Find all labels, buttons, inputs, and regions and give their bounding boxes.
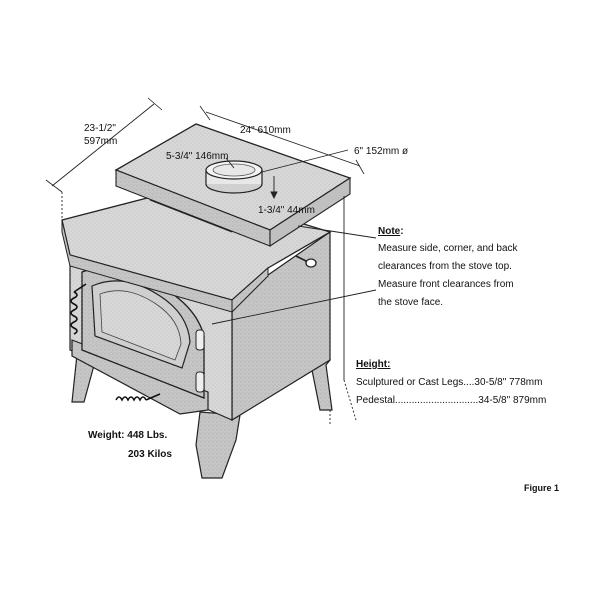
note-title: Note: [378, 226, 404, 238]
flue-offset-label: 5-3/4" 146mm [166, 151, 229, 162]
door-hinges [195, 329, 205, 393]
griddle-slot [149, 199, 233, 233]
depth-mm-label: 597mm [84, 136, 118, 147]
width-label: 24" 610mm [240, 125, 291, 136]
note-line-2: clearances from the stove top. [378, 261, 512, 272]
top-plate-right-edge [231, 266, 269, 314]
door-handle-spring-icon [70, 283, 87, 335]
height-title: Height: [356, 359, 391, 370]
flue-collar [205, 160, 263, 194]
height-row-legs: Sculptured or Cast Legs....30-5/8" 778mm [356, 377, 543, 388]
door-glass [99, 290, 182, 361]
note-line-3: Measure front clearances from [378, 279, 514, 290]
upper-griddle-side [269, 176, 351, 248]
height-row-pedestal: Pedestal..............................34… [356, 395, 547, 406]
figure-label: Figure 1 [524, 483, 560, 493]
side-key-icon [295, 255, 317, 268]
weight-lbs-label: Weight: 448 Lbs. [88, 430, 168, 441]
note-line-1: Measure side, corner, and back [378, 243, 518, 254]
dimension-lines [45, 97, 377, 426]
depth-inches-label: 23-1/2" [84, 123, 116, 134]
flue-diameter-label: 6" 152mm ø [354, 146, 409, 157]
weight-kilos-label: 203 Kilos [128, 449, 172, 460]
note-line-4: the stove face. [378, 297, 444, 308]
air-control-spring-icon [115, 393, 161, 402]
top-step-label: 1-3/4" 44mm [258, 205, 315, 216]
note-title-text: Note [378, 226, 401, 237]
note-title-colon: : [400, 226, 404, 237]
